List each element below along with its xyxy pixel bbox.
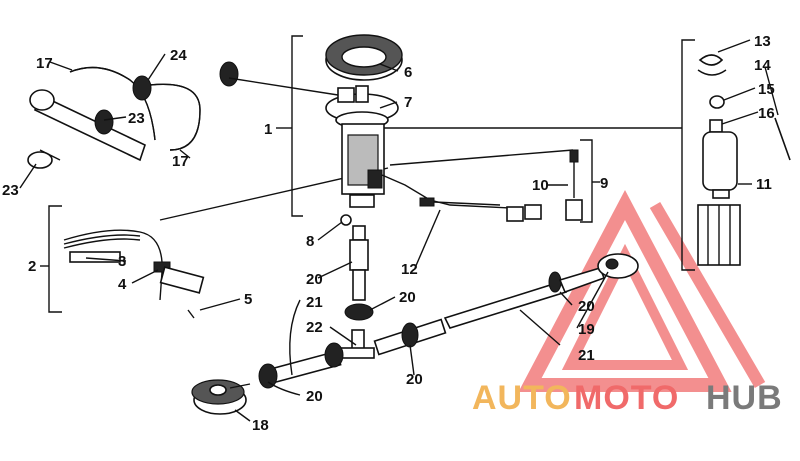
tee-22 <box>339 329 375 359</box>
bracket-9 <box>580 139 600 223</box>
callout-13: 13 <box>754 33 771 50</box>
callout-2: 2 <box>28 258 36 275</box>
callout-21-a: 21 <box>306 294 323 311</box>
part-8 <box>340 214 352 226</box>
callout-21-b: 21 <box>578 347 595 364</box>
callout-7: 7 <box>404 94 412 111</box>
pump-flange-7 <box>325 85 399 129</box>
callout-4: 4 <box>118 276 127 293</box>
callout-24: 24 <box>170 47 187 64</box>
lock-ring-6 <box>325 34 403 81</box>
callout-22: 22 <box>306 319 323 336</box>
harness-12 <box>419 197 542 222</box>
callout-18: 18 <box>252 417 269 434</box>
watermark-hub: HUB <box>706 379 783 417</box>
callout-20-b: 20 <box>399 289 416 306</box>
leader-9 <box>389 149 574 166</box>
bracket-pump <box>380 39 695 271</box>
callout-16: 16 <box>758 105 775 122</box>
callout-17-top: 17 <box>36 55 53 72</box>
bracket-2 <box>40 205 62 313</box>
hose-20-vertical <box>344 225 374 321</box>
pump-assembly <box>341 123 511 209</box>
callout-23-left: 23 <box>2 182 19 199</box>
callout-20-c: 20 <box>578 298 595 315</box>
callout-15: 15 <box>758 81 775 98</box>
callout-9: 9 <box>600 175 608 192</box>
callout-19: 19 <box>578 321 595 338</box>
hose-lower-left <box>258 342 344 389</box>
callout-labels: 1 2 3 4 5 6 7 8 9 10 11 12 13 14 15 16 1… <box>2 33 775 434</box>
callout-20-e: 20 <box>306 388 323 405</box>
callout-10: 10 <box>532 177 549 194</box>
callout-20-a: 20 <box>306 271 323 288</box>
callout-3: 3 <box>118 253 126 270</box>
callout-14: 14 <box>754 57 771 74</box>
part-19 <box>597 253 639 279</box>
watermark-auto: AUTO <box>472 379 572 417</box>
callout-8: 8 <box>306 233 314 250</box>
pickup-18 <box>191 379 251 415</box>
callout-20-d: 20 <box>406 371 423 388</box>
hose-21 <box>373 267 606 356</box>
pump-stack <box>697 54 791 266</box>
callout-17-bottom: 17 <box>172 153 189 170</box>
callout-5: 5 <box>244 291 252 308</box>
callout-12: 12 <box>401 261 418 278</box>
callout-11: 11 <box>756 176 772 193</box>
watermark-logo <box>518 190 766 392</box>
leader-lines <box>19 39 779 422</box>
sensor-10 <box>565 149 583 221</box>
bracket-1 <box>276 35 303 217</box>
watermark-text: AUTO MOTO HUB <box>472 379 783 417</box>
callout-1: 1 <box>264 121 272 138</box>
callout-23-right: 23 <box>128 110 145 127</box>
vent-hoses <box>27 61 339 169</box>
watermark-moto: MOTO <box>574 379 679 417</box>
wiring-3-4 <box>63 229 205 319</box>
callout-6: 6 <box>404 64 412 81</box>
